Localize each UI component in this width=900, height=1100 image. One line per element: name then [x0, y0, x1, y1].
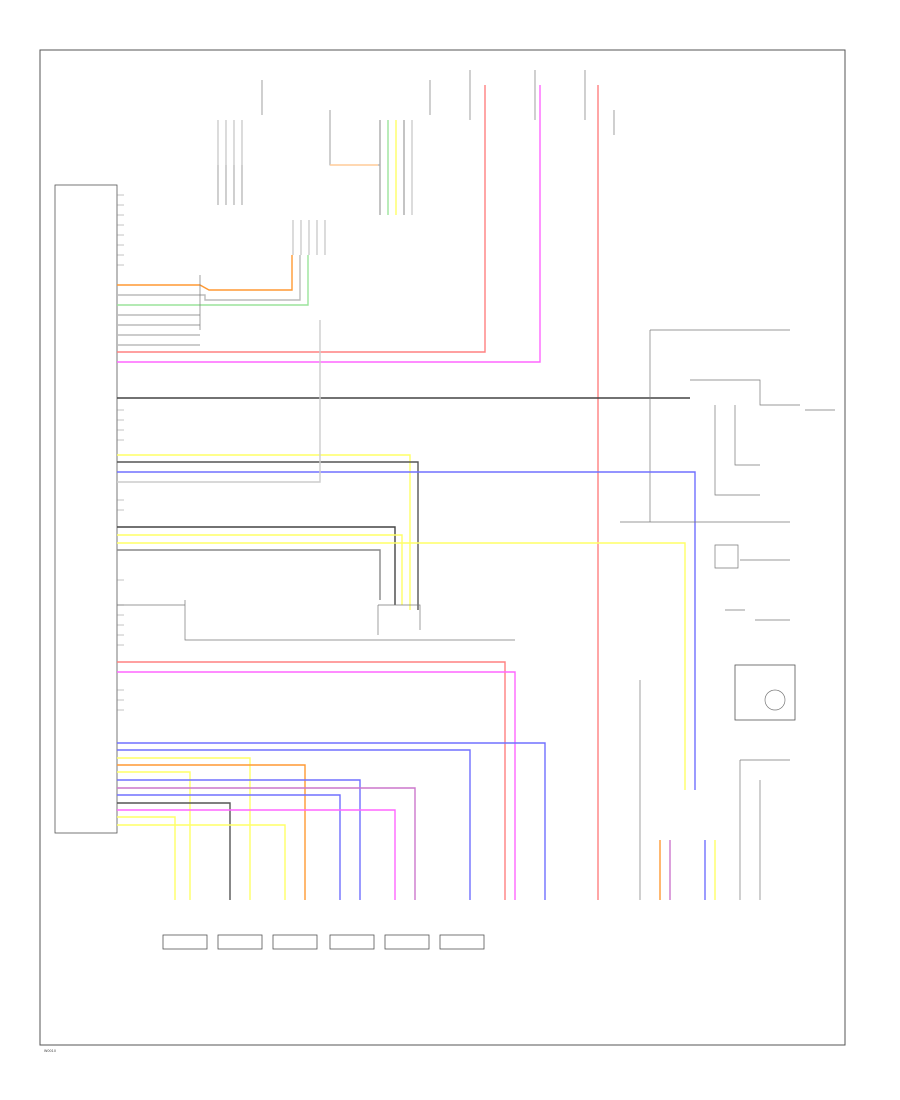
ground-line [117, 329, 835, 522]
speaker-wires [117, 742, 546, 900]
page-code-label: W0010 [44, 1049, 56, 1053]
radio-upper-wires [117, 85, 541, 363]
speaker-2 [217, 934, 263, 950]
mid-wires [117, 320, 790, 790]
speaker-3 [272, 934, 318, 950]
speaker-5 [384, 934, 430, 950]
speaker-row [162, 934, 485, 950]
speaker-6 [439, 934, 485, 950]
speaker-4 [329, 934, 375, 950]
fuse-feeds [469, 70, 615, 900]
right-components [639, 544, 796, 900]
diagram-frame [39, 49, 846, 1046]
speaker-1 [162, 934, 208, 950]
radio-pin-ticks [117, 194, 124, 711]
amp-module [377, 604, 421, 635]
radio-unit [54, 184, 124, 834]
center-connector [292, 220, 326, 255]
lower-wires [117, 600, 516, 900]
top-connector-groups [217, 80, 431, 215]
